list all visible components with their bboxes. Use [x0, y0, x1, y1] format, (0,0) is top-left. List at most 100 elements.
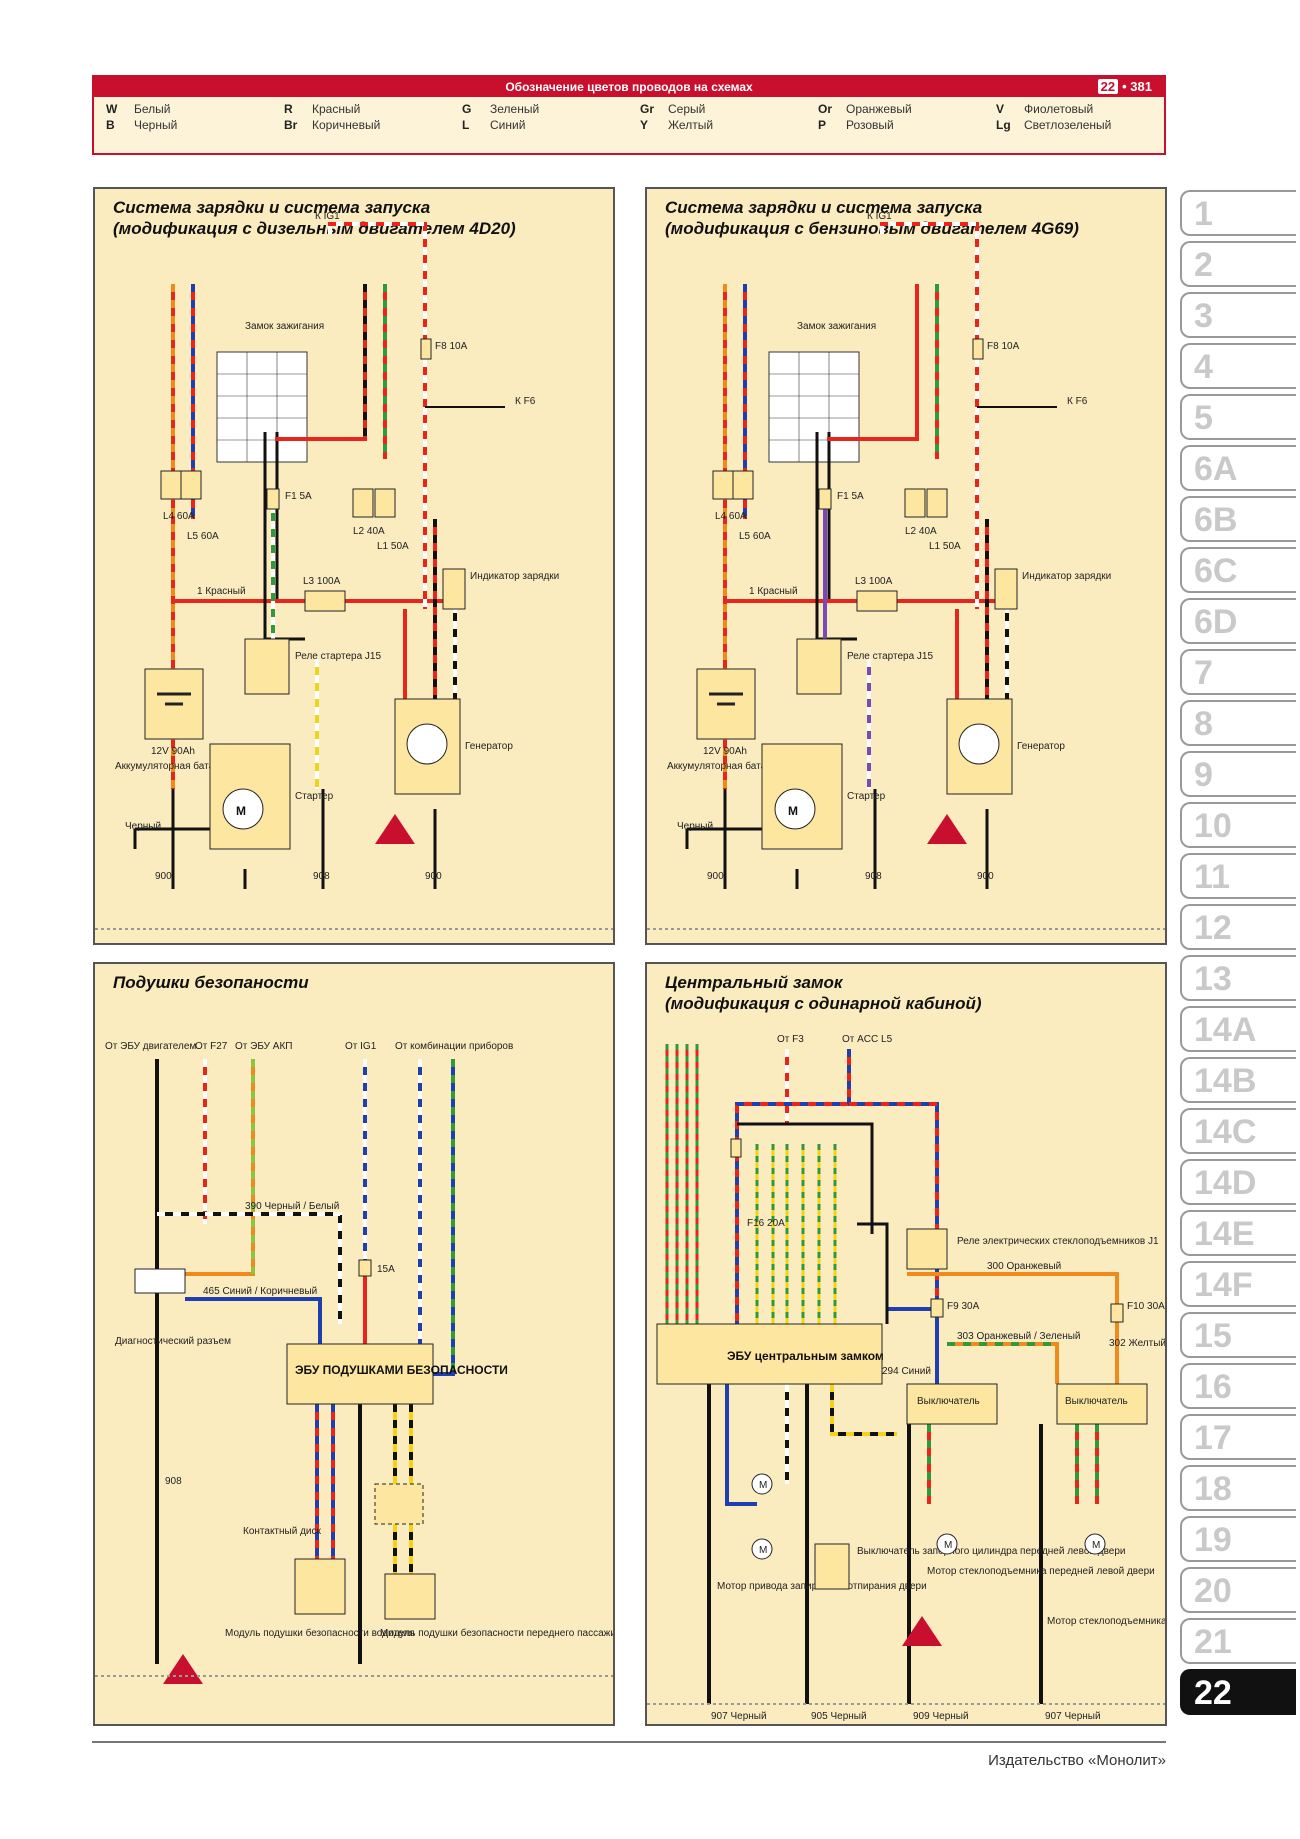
diagram-panel-diesel: Система зарядки и система запуска (модиф…	[93, 187, 615, 945]
svg-text:M: M	[759, 1545, 767, 1556]
tab-chapter-9[interactable]: 9	[1180, 751, 1296, 797]
svg-text:L2 40A: L2 40A	[905, 526, 937, 537]
tab-chapter-16[interactable]: 16	[1180, 1363, 1296, 1409]
svg-text:Аккумуляторная батарея: Аккумуляторная батарея	[667, 760, 783, 772]
svg-text:908: 908	[865, 871, 882, 882]
airbag-ecu	[286, 1343, 434, 1405]
svg-text:От IG1: От IG1	[345, 1041, 377, 1052]
svg-text:От ЭБУ двигателем: От ЭБУ двигателем	[105, 1041, 196, 1052]
tab-chapter-14a[interactable]: 14A	[1180, 1006, 1296, 1052]
fuse-l4	[712, 470, 734, 500]
tab-chapter-3[interactable]: 3	[1180, 292, 1296, 338]
tab-chapter-11[interactable]: 11	[1180, 853, 1296, 899]
svg-text:294 Синий: 294 Синий	[882, 1366, 931, 1377]
svg-text:900: 900	[977, 871, 994, 882]
tab-chapter-14f[interactable]: 14F	[1180, 1261, 1296, 1307]
svg-text:F8 10A: F8 10A	[435, 341, 468, 352]
svg-text:F16 20A: F16 20A	[747, 1218, 785, 1229]
svg-text:От ACC L5: От ACC L5	[842, 1034, 893, 1045]
tab-chapter-18[interactable]: 18	[1180, 1465, 1296, 1511]
footer-divider	[92, 1741, 1166, 1743]
fuse-l5	[180, 470, 202, 500]
tab-chapter-19[interactable]: 19	[1180, 1516, 1296, 1562]
tab-chapter-22[interactable]: 22	[1180, 1669, 1296, 1715]
tab-chapter-14b[interactable]: 14B	[1180, 1057, 1296, 1103]
svg-text:От F3: От F3	[777, 1034, 804, 1045]
lock-cylinder-switch	[814, 1543, 850, 1590]
tab-chapter-4[interactable]: 4	[1180, 343, 1296, 389]
tab-chapter-6b[interactable]: 6B	[1180, 496, 1296, 542]
fuse-l5	[732, 470, 754, 500]
tab-chapter-6d[interactable]: 6D	[1180, 598, 1296, 644]
svg-text:15A: 15A	[377, 1264, 395, 1275]
svg-text:Диагностический разъем: Диагностический разъем	[115, 1336, 231, 1347]
svg-text:M: M	[944, 1540, 952, 1551]
window-motor-left	[936, 1533, 958, 1555]
fuse-f9	[930, 1298, 944, 1318]
panel-title: Подушки безопаности	[113, 973, 309, 992]
svg-text:L3 100A: L3 100A	[303, 576, 341, 587]
fuse-l3	[856, 590, 898, 612]
svg-text:303 Оранжевый / Зеленый: 303 Оранжевый / Зеленый	[957, 1331, 1081, 1342]
tab-chapter-5[interactable]: 5	[1180, 394, 1296, 440]
svg-text:Индикатор зарядки: Индикатор зарядки	[1022, 571, 1111, 582]
tab-chapter-15[interactable]: 15	[1180, 1312, 1296, 1358]
passenger-airbag-connector	[374, 1483, 424, 1525]
svg-text:L5 60A: L5 60A	[187, 531, 219, 542]
header-bar: Обозначение цветов проводов на схемах 22…	[94, 77, 1164, 97]
svg-text:Стартер: Стартер	[847, 791, 886, 802]
tab-chapter-14c[interactable]: 14C	[1180, 1108, 1296, 1154]
tab-chapter-7[interactable]: 7	[1180, 649, 1296, 695]
tab-chapter-6c[interactable]: 6C	[1180, 547, 1296, 593]
fuse-l4	[160, 470, 182, 500]
tab-chapter-1[interactable]: 1	[1180, 190, 1296, 236]
fuse-l3	[304, 590, 346, 612]
tab-chapter-10[interactable]: 10	[1180, 802, 1296, 848]
starter-relay	[244, 638, 290, 695]
tab-chapter-12[interactable]: 12	[1180, 904, 1296, 950]
fuse-f8	[972, 338, 984, 360]
window-motor-right	[1084, 1533, 1106, 1555]
tab-chapter-20[interactable]: 20	[1180, 1567, 1296, 1613]
svg-text:302 Желтый: 302 Желтый	[1109, 1338, 1165, 1349]
svg-text:905 Черный: 905 Черный	[811, 1711, 867, 1722]
svg-text:12V 90Ah: 12V 90Ah	[151, 746, 195, 757]
svg-text:От F27: От F27	[195, 1041, 228, 1052]
tab-chapter-14d[interactable]: 14D	[1180, 1159, 1296, 1205]
svg-text:Мотор стеклоподъемника передне: Мотор стеклоподъемника передней левой дв…	[1047, 1616, 1165, 1627]
window-switch-right	[1056, 1383, 1148, 1425]
tab-chapter-6a[interactable]: 6A	[1180, 445, 1296, 491]
wire-color-legend-header: Обозначение цветов проводов на схемах 22…	[92, 75, 1166, 155]
page-number-value: 381	[1130, 79, 1152, 94]
tab-chapter-14e[interactable]: 14E	[1180, 1210, 1296, 1256]
svg-text:12V 90Ah: 12V 90Ah	[703, 746, 747, 757]
svg-text:Стартер: Стартер	[295, 791, 334, 802]
svg-text:L4 60A: L4 60A	[715, 511, 747, 522]
svg-text:Реле стартера J15: Реле стартера J15	[847, 651, 933, 662]
svg-text:От ЭБУ АКП: От ЭБУ АКП	[235, 1041, 292, 1052]
diag-connector	[134, 1268, 186, 1294]
tab-chapter-13[interactable]: 13	[1180, 955, 1296, 1001]
tab-chapter-8[interactable]: 8	[1180, 700, 1296, 746]
wiring-diagram: Замок зажигания L4 60A L5 60A L2 40A	[647, 211, 1165, 930]
svg-text:ЭБУ ПОДУШКАМИ БЕЗОПАСНОСТИ: ЭБУ ПОДУШКАМИ БЕЗОПАСНОСТИ	[295, 1363, 508, 1377]
svg-text:907 Черный: 907 Черный	[1045, 1711, 1101, 1722]
chapter-badge: 22	[1097, 79, 1119, 94]
svg-text:Контактный диск: Контактный диск	[243, 1526, 322, 1537]
tab-chapter-21[interactable]: 21	[1180, 1618, 1296, 1664]
charge-indicator	[442, 568, 466, 610]
fuse-l2	[904, 488, 926, 518]
wiring-diagram: Замок зажигания L4 60	[95, 211, 613, 930]
tab-chapter-2[interactable]: 2	[1180, 241, 1296, 287]
tab-chapter-17[interactable]: 17	[1180, 1414, 1296, 1460]
svg-text:Аккумуляторная батарея: Аккумуляторная батарея	[115, 760, 231, 772]
svg-text:Выключатель: Выключатель	[1065, 1396, 1128, 1407]
